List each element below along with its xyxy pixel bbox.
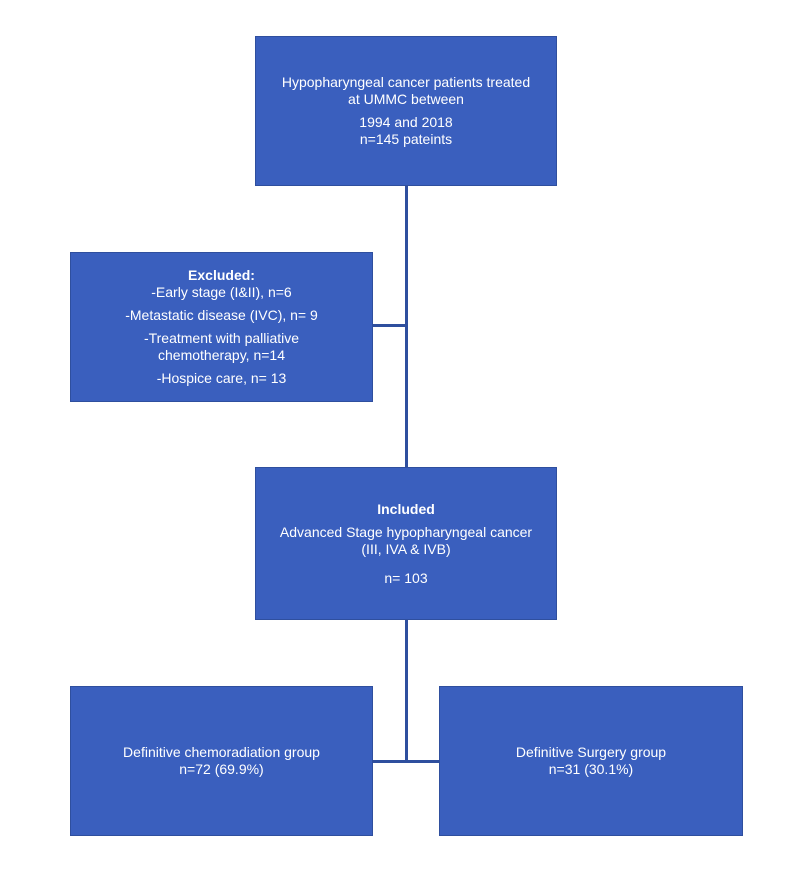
excluded-early-stage: -Early stage (I&II), n=6	[151, 284, 292, 300]
all-patients-years: 1994 and 2018	[359, 114, 453, 130]
excluded-metastatic: -Metastatic disease (IVC), n= 9	[125, 307, 318, 323]
surgery-label: Definitive Surgery group	[515, 744, 667, 760]
included-stage-line1: Advanced Stage hypopharyngeal cancer	[279, 523, 533, 540]
included-title: Included	[377, 500, 435, 517]
included-stage-line2: (III, IVA & IVB)	[361, 540, 451, 557]
surgery-count: n=31 (30.1%)	[548, 761, 634, 777]
connector-included-to-split	[405, 620, 408, 762]
connector-split-horizontal	[373, 760, 439, 763]
chemoradiation-count: n=72 (69.9%)	[179, 761, 264, 777]
all-patients-line2: at UMMC between	[348, 91, 464, 107]
excluded-palliative-line2: chemotherapy, n=14	[158, 347, 285, 363]
excluded-title: Excluded:	[188, 267, 255, 283]
box-all-patients: Hypopharyngeal cancer patients treated a…	[255, 36, 557, 186]
excluded-hospice: -Hospice care, n= 13	[156, 370, 287, 386]
excluded-palliative-line1: -Treatment with palliative	[143, 330, 300, 346]
all-patients-count: n=145 pateints	[359, 131, 453, 147]
box-included: Included Advanced Stage hypopharyngeal c…	[255, 467, 557, 620]
included-count: n= 103	[384, 569, 428, 586]
all-patients-line1: Hypopharyngeal cancer patients treated	[281, 74, 531, 90]
box-surgery-group: Definitive Surgery group n=31 (30.1%)	[439, 686, 743, 836]
box-chemoradiation-group: Definitive chemoradiation group n=72 (69…	[70, 686, 373, 836]
connector-excluded-branch	[373, 324, 407, 327]
box-excluded: Excluded: -Early stage (I&II), n=6 -Meta…	[70, 252, 373, 402]
chemoradiation-label: Definitive chemoradiation group	[123, 744, 320, 760]
